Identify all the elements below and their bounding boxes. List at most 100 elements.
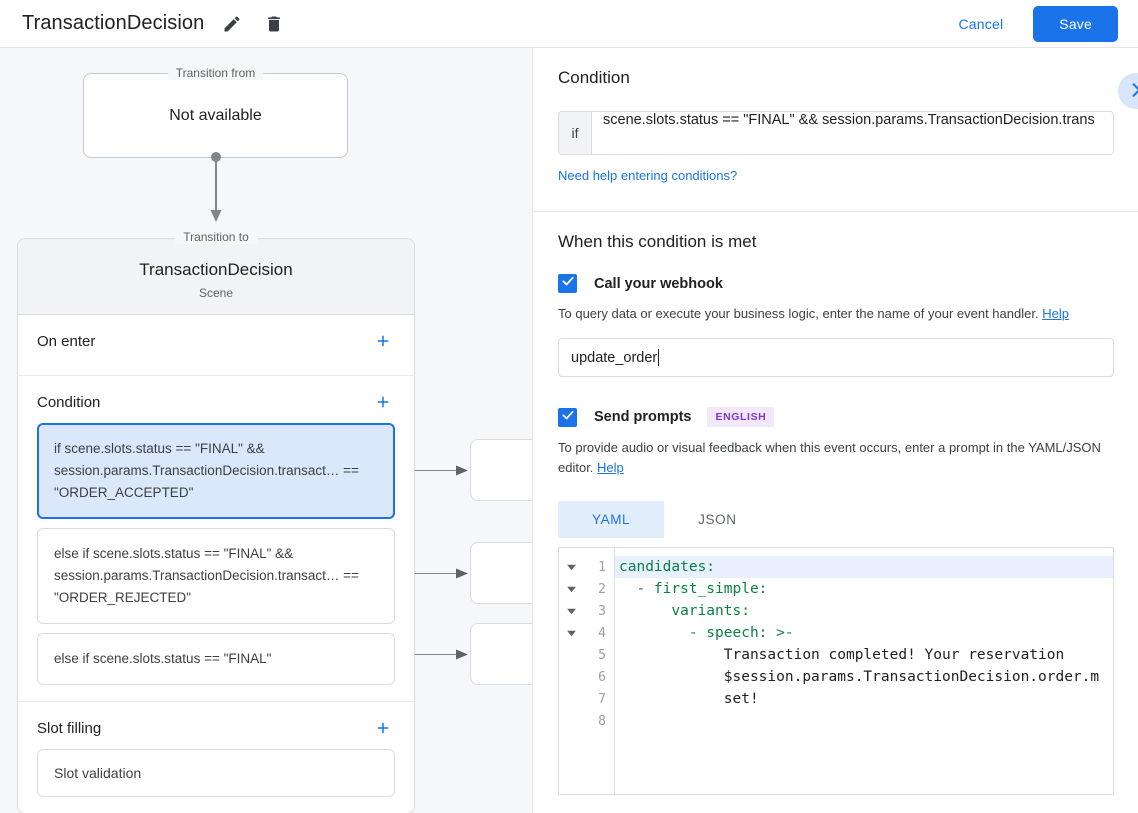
code-text: set! [619, 691, 759, 708]
gutter-row: 2 [559, 578, 614, 600]
webhook-help-link[interactable]: Help [1042, 306, 1069, 321]
when-met-heading: When this condition is met [558, 232, 757, 251]
editor-format-tabs: YAML JSON [558, 501, 1114, 539]
condition-arrowhead-1 [456, 465, 468, 476]
panel-when-met-section: When this condition is met Call your web… [533, 212, 1138, 813]
condition-arrowhead-2 [456, 568, 468, 579]
webhook-helper-prefix: To query data or execute your business l… [558, 306, 1039, 321]
send-prompts-checkbox[interactable] [558, 407, 577, 427]
line-number: 6 [598, 669, 606, 685]
prompts-helper-prefix: To provide audio or visual feedback when… [558, 440, 1101, 476]
code-text: candidates: [619, 559, 716, 576]
target-box-3[interactable] [470, 623, 532, 685]
code-text: variants: [619, 603, 750, 620]
plus-icon [374, 332, 392, 350]
condition-if-prefix: if [559, 112, 592, 154]
tab-json[interactable]: JSON [664, 501, 770, 538]
condition-edge-2 [400, 572, 458, 574]
plus-icon [374, 719, 392, 737]
condition-card[interactable]: else if scene.slots.status == "FINAL" [37, 633, 395, 686]
transition-from-value: Not available [169, 106, 262, 124]
page-title: TransactionDecision [22, 12, 205, 34]
section-on-enter: On enter [18, 315, 414, 377]
condition-card[interactable]: else if scene.slots.status == "FINAL" &&… [37, 528, 395, 625]
condition-edge-1 [400, 469, 458, 471]
code-text: $session.params.TransactionDecision.orde… [619, 669, 1100, 686]
condition-card[interactable]: if scene.slots.status == "FINAL" && sess… [37, 423, 395, 520]
connector-line-from [215, 157, 217, 215]
scene-graph-canvas[interactable]: Transition from Not available [0, 48, 532, 813]
connector-arrowhead-from [210, 210, 222, 222]
plus-icon [374, 393, 392, 411]
transition-to-legend: Transition to [175, 230, 257, 244]
fold-arrow-icon[interactable] [566, 628, 577, 639]
yaml-editor[interactable]: 1 2 3 [558, 547, 1114, 796]
editor-code-area[interactable]: candidates: - first_simple: variants: - … [615, 548, 1113, 794]
body-split: Transition from Not available [0, 48, 1138, 813]
code-line: candidates: [615, 556, 1113, 579]
fold-arrow-icon[interactable] [566, 606, 577, 617]
slot-validation-card[interactable]: Slot validation [37, 749, 395, 798]
line-number: 8 [598, 713, 606, 729]
fold-arrow-icon[interactable] [566, 562, 577, 573]
line-number: 2 [598, 581, 606, 597]
code-text: - speech: >- [619, 625, 794, 642]
gutter-row: 5 [559, 644, 614, 666]
prompts-check-row: Send prompts ENGLISH [558, 407, 1114, 428]
line-number: 4 [598, 625, 606, 641]
gutter-row: 4 [559, 622, 614, 644]
text-caret [658, 349, 660, 367]
call-webhook-label: Call your webhook [594, 275, 723, 292]
code-line: - first_simple: [615, 578, 1113, 600]
fold-arrow-icon[interactable] [566, 584, 577, 595]
section-on-enter-title: On enter [37, 332, 96, 350]
condition-input-row[interactable]: if scene.slots.status == "FINAL" && sess… [558, 111, 1114, 155]
code-line [615, 710, 1113, 732]
details-panel: Condition if scene.slots.status == "FINA… [532, 48, 1138, 813]
trash-icon [264, 14, 284, 34]
send-prompts-label: Send prompts [594, 409, 692, 426]
delete-button[interactable] [260, 10, 288, 38]
gutter-row: 6 [559, 666, 614, 688]
edit-name-button[interactable] [218, 10, 246, 38]
gutter-row: 1 [559, 556, 614, 578]
add-condition-button[interactable] [371, 390, 395, 414]
scene-card-name: TransactionDecision [139, 260, 293, 279]
prompts-help-link[interactable]: Help [597, 460, 624, 476]
target-box-1[interactable] [470, 439, 532, 501]
save-button[interactable]: Save [1033, 5, 1118, 42]
target-box-2[interactable] [470, 542, 532, 604]
add-slot-filling-button[interactable] [371, 716, 395, 740]
condition-arrowhead-3 [456, 649, 468, 660]
code-text: - first_simple: [619, 581, 768, 598]
section-slot-filling: Slot filling Slot validation [18, 702, 414, 813]
cancel-button[interactable]: Cancel [943, 7, 1020, 41]
code-line: - speech: >- [615, 622, 1113, 644]
webhook-handler-value: update_order [571, 349, 658, 366]
condition-input[interactable]: scene.slots.status == "FINAL" && session… [592, 112, 1113, 154]
add-on-enter-button[interactable] [371, 329, 395, 353]
condition-help-link[interactable]: Need help entering conditions? [558, 168, 738, 183]
transition-from-box: Transition from Not available [83, 66, 348, 158]
section-slot-filling-header: Slot filling [37, 716, 395, 740]
transition-from-legend: Transition from [167, 66, 264, 80]
webhook-check-row: Call your webhook [558, 274, 1114, 293]
line-number: 1 [598, 559, 606, 575]
scene-card-header[interactable]: TransactionDecision Scene [18, 239, 414, 316]
expand-panel-button[interactable] [1118, 73, 1138, 109]
section-condition-title: Condition [37, 393, 101, 411]
chevron-right-icon [1126, 80, 1138, 103]
line-number: 7 [598, 691, 606, 707]
scene-card-type: Scene [198, 286, 234, 301]
check-icon [561, 408, 575, 427]
line-number: 5 [598, 647, 606, 663]
tab-yaml[interactable]: YAML [558, 501, 665, 539]
language-badge: ENGLISH [707, 407, 775, 428]
section-slot-filling-title: Slot filling [37, 719, 102, 737]
webhook-handler-input[interactable]: update_order [558, 338, 1114, 378]
section-condition: Condition if scene.slots.status == "FINA… [18, 376, 414, 703]
code-line: variants: [615, 600, 1113, 622]
code-line: $session.params.TransactionDecision.orde… [615, 666, 1113, 688]
call-webhook-checkbox[interactable] [558, 274, 577, 293]
